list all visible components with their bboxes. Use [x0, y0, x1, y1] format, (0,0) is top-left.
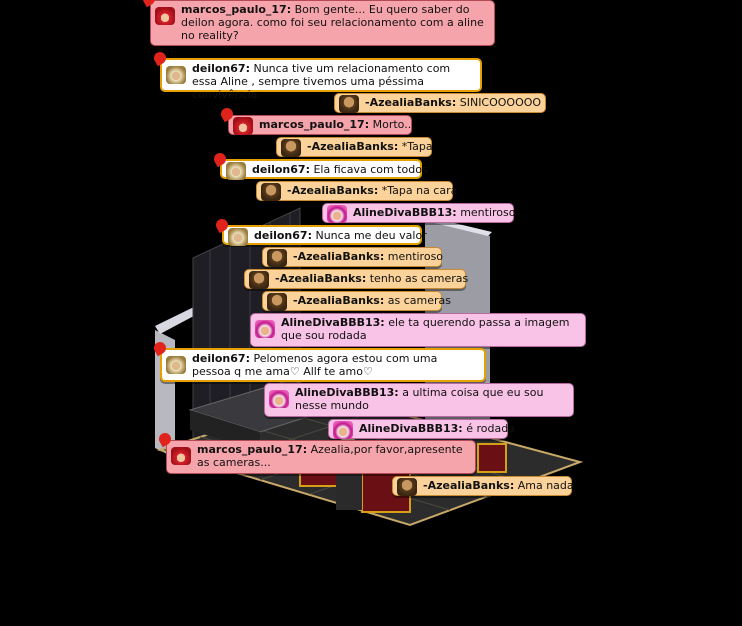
chat-username[interactable]: -AzealiaBanks:: [287, 184, 379, 197]
user-avatar-icon[interactable]: [327, 205, 347, 223]
chat-username[interactable]: AlineDivaBBB13:: [353, 206, 457, 219]
chat-bubble[interactable]: -AzealiaBanks: tenho as cameras: [244, 269, 469, 289]
chat-bubble[interactable]: marcos_paulo_17: Azealia,por favor,apres…: [156, 430, 476, 474]
chat-message-text: as cameras: [387, 294, 451, 307]
chat-username[interactable]: -AzealiaBanks:: [293, 250, 385, 263]
chat-username[interactable]: -AzealiaBanks:: [307, 140, 399, 153]
chat-username[interactable]: -AzealiaBanks:: [293, 294, 385, 307]
chat-username[interactable]: marcos_paulo_17:: [259, 118, 370, 131]
user-avatar-icon[interactable]: [267, 249, 287, 267]
chat-message-text: Morto...: [372, 118, 415, 131]
chat-username[interactable]: -AzealiaBanks:: [365, 96, 457, 109]
user-avatar-icon[interactable]: [255, 320, 275, 338]
chat-username[interactable]: deilon67:: [254, 229, 312, 242]
chat-message-text: tenho as cameras: [369, 272, 469, 285]
chat-message-text: Bom gente... Eu quero saber do deilon ag…: [181, 3, 484, 42]
chat-bubble[interactable]: -AzealiaBanks: *Tapa: [276, 137, 433, 157]
chat-message-text: Nunca tive um relacionamento com essa Al…: [192, 62, 451, 101]
chat-username[interactable]: -AzealiaBanks:: [275, 272, 367, 285]
chat-username[interactable]: -AzealiaBanks:: [423, 479, 515, 492]
user-avatar-icon[interactable]: [228, 228, 248, 246]
chat-bubble[interactable]: -AzealiaBanks: *Tapa na cara: [256, 181, 457, 201]
chat-username[interactable]: deilon67:: [252, 163, 310, 176]
chat-message-text: mentiroso: [387, 250, 444, 263]
chat-message-text: Azealia,por favor,apresente as cameras..…: [197, 443, 463, 469]
chat-bubble[interactable]: AlineDivaBBB13: ele ta querendo passa a …: [250, 313, 586, 347]
chat-bubble[interactable]: AlineDivaBBB13: mentiroso: [322, 203, 516, 223]
user-avatar-icon[interactable]: [339, 95, 359, 113]
chat-bubble[interactable]: deilon67: Pelomenos agora estou com uma …: [151, 339, 486, 382]
chat-bubble[interactable]: AlineDivaBBB13: a ultima coisa que eu so…: [264, 383, 574, 417]
chat-username[interactable]: AlineDivaBBB13:: [295, 386, 399, 399]
chat-message-text: SINICOOOOOO: [459, 96, 542, 109]
user-avatar-icon[interactable]: [155, 7, 175, 25]
user-avatar-icon[interactable]: [397, 478, 417, 496]
chat-username[interactable]: deilon67:: [192, 352, 250, 365]
chat-message-text: Ela ficava com todos: [313, 163, 428, 176]
chat-username[interactable]: AlineDivaBBB13:: [281, 316, 385, 329]
user-avatar-icon[interactable]: [166, 356, 186, 374]
chat-message-text: Pelomenos agora estou com uma pessoa q m…: [192, 352, 438, 378]
user-avatar-icon[interactable]: [249, 271, 269, 289]
chat-message-text: a ultima coisa que eu sou nesse mundo: [295, 386, 544, 412]
chat-username[interactable]: marcos_paulo_17:: [181, 3, 292, 16]
user-avatar-icon[interactable]: [233, 117, 253, 135]
chat-bubble[interactable]: deilon67: Nunca tive um relacionamento c…: [151, 49, 482, 101]
chat-bubble[interactable]: -AzealiaBanks: SINICOOOOOO: [334, 93, 546, 113]
chat-bubble[interactable]: marcos_paulo_17: Bom gente... Eu quero s…: [140, 0, 495, 46]
chat-username[interactable]: marcos_paulo_17:: [197, 443, 308, 456]
user-avatar-icon[interactable]: [226, 162, 246, 180]
chat-bubble[interactable]: deilon67: Nunca me deu valor: [213, 216, 427, 246]
user-avatar-icon[interactable]: [281, 139, 301, 157]
chat-message-text: Ama nada: [517, 479, 574, 492]
chat-username[interactable]: deilon67:: [192, 62, 250, 75]
chat-message-text: Nunca me deu valor: [315, 229, 427, 242]
chat-message-text: *Tapa: [401, 140, 433, 153]
user-avatar-icon[interactable]: [166, 66, 186, 84]
user-avatar-icon[interactable]: [267, 293, 287, 311]
user-avatar-icon[interactable]: [269, 390, 289, 408]
chat-bubble[interactable]: marcos_paulo_17: Morto...: [218, 105, 415, 135]
chat-bubble[interactable]: -AzealiaBanks: as cameras: [262, 291, 451, 311]
chat-bubble[interactable]: deilon67: Ela ficava com todos: [211, 150, 428, 180]
user-avatar-icon[interactable]: [261, 183, 281, 201]
chat-message-text: é rodada: [466, 422, 515, 435]
chat-message-text: mentiroso: [460, 206, 516, 219]
user-avatar-icon[interactable]: [171, 447, 191, 465]
chat-message-text: *Tapa na cara: [381, 184, 458, 197]
chat-bubble[interactable]: -AzealiaBanks: mentiroso: [262, 247, 444, 267]
chat-bubble[interactable]: AlineDivaBBB13: é rodada: [328, 419, 515, 439]
user-avatar-icon[interactable]: [333, 421, 353, 439]
chat-message-text: ele ta querendo passa a imagem que sou r…: [281, 316, 570, 342]
chat-bubble[interactable]: -AzealiaBanks: Ama nada: [392, 476, 574, 496]
chat-username[interactable]: AlineDivaBBB13:: [359, 422, 463, 435]
